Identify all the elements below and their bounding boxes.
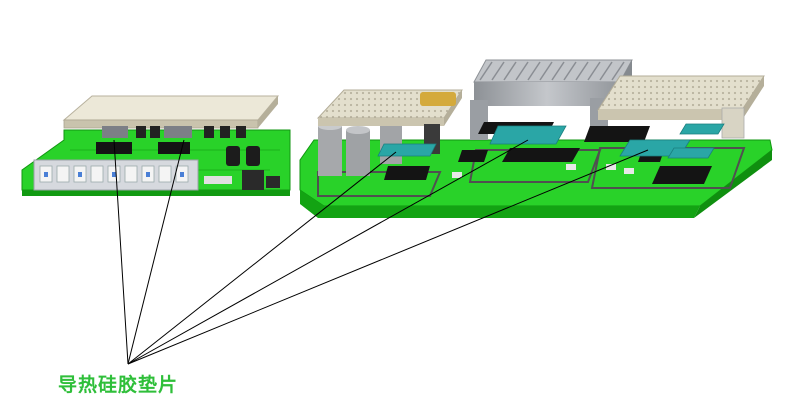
- thermal-pad-icon: [679, 123, 725, 135]
- thermal-pads: [377, 123, 725, 159]
- left-heatsink-plate: [62, 95, 280, 129]
- right-heatsink-plate-right: [597, 75, 765, 139]
- left-components: [96, 126, 280, 190]
- right-heatsink-plate-left: [316, 89, 463, 154]
- thermal-pad-icon: [377, 143, 437, 157]
- leader-lines: [113, 139, 649, 365]
- left-board-assembly: [21, 95, 291, 196]
- thermal-pad-caption: 导热硅胶垫片: [58, 374, 179, 396]
- right-board-assembly: [299, 59, 773, 218]
- thermal-pad-icon: [667, 147, 715, 159]
- fin-heatsink: [470, 59, 633, 140]
- thermal-pad-icon: [489, 125, 567, 145]
